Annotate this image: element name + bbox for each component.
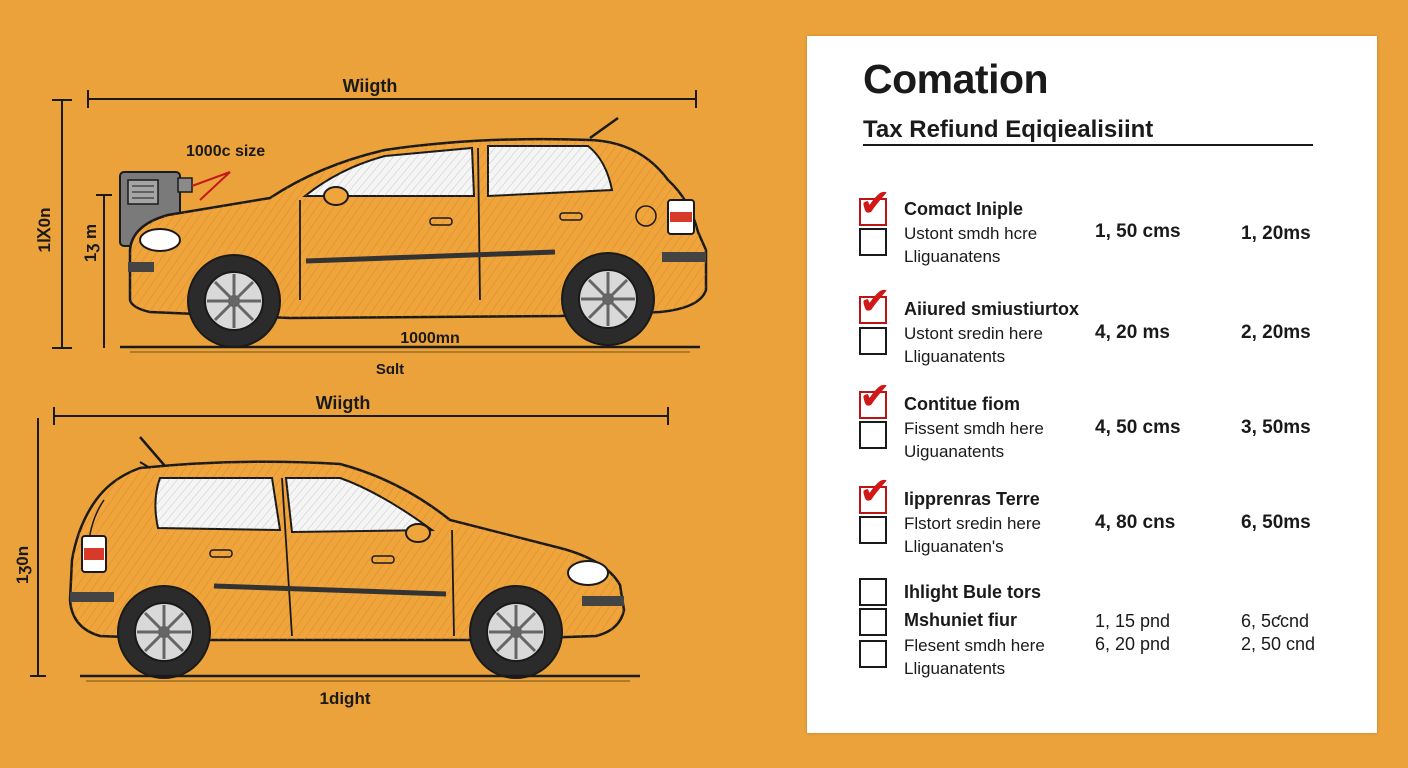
checklist-group: ✔ Comɑct Iniple Ustont smdh hcre 1, 50 c…	[857, 184, 1327, 288]
top-size-label: 1000c size	[186, 143, 265, 160]
checklist-group: Ihlight Bule tors Mshuniet fiur 1, 15 pn…	[857, 578, 1327, 708]
checkbox-checked[interactable]: ✔	[859, 472, 891, 514]
item-heading: Aiiured smiustiurtox	[904, 299, 1080, 319]
checkbox[interactable]	[859, 327, 887, 355]
checkbox[interactable]	[859, 608, 887, 636]
top-width-dimension	[87, 90, 697, 108]
item-note: Lliguanatents	[904, 659, 1006, 678]
value-b: 2, 50 cnd	[1241, 634, 1316, 654]
red-checkmark-icon: ✔	[859, 279, 891, 323]
top-front-wheel	[187, 254, 281, 348]
item-detail: Flstort sredin here	[904, 514, 1041, 533]
panel-title: Comation	[863, 56, 1049, 102]
top-length-label: 1000mn	[400, 330, 460, 347]
bottom-length-label: 1dight	[320, 689, 371, 708]
panel-subtitle: Tax Refiund Eqiqiealisiint	[863, 116, 1154, 143]
top-inner-height-label: 1ʒ m	[81, 224, 100, 262]
item-heading: Iipprenras Terre	[904, 489, 1040, 509]
title-divider	[863, 144, 1313, 146]
value-a: 6, 20 pnd	[1095, 634, 1171, 654]
item-note: Lliguanatens	[904, 247, 1001, 266]
bottom-rear-wheel	[117, 585, 211, 679]
checklist-group: ✔ Aiiured smiustiurtox Ustont sredin her…	[857, 282, 1327, 386]
item-detail: Ustont smdh hcre	[904, 224, 1038, 243]
value-b: 6, 5ƈcnd	[1241, 611, 1310, 631]
bottom-height-dimension	[30, 418, 46, 677]
red-checkmark-icon: ✔	[859, 181, 891, 225]
top-inner-height-dimension	[96, 194, 112, 348]
value-a: 4, 50 cms	[1095, 417, 1181, 438]
top-outer-height-dimension	[52, 99, 72, 349]
value-b: 6, 50ms	[1241, 512, 1311, 533]
car-dimension-diagram: Wiigth 1Ⅸ0n 1ʒ m 1000c size	[13, 76, 708, 708]
bottom-car-group: Wiigth 1ʒ0n	[13, 393, 669, 708]
bottom-front-wheel	[469, 585, 563, 679]
item-detail: Fissent smdh here	[904, 419, 1044, 438]
value-b: 2, 20ms	[1241, 322, 1311, 343]
checklist-group: ✔ Contitue fiom Fissent smdh here 4, 50 …	[857, 377, 1327, 481]
red-checkmark-icon: ✔	[859, 469, 891, 513]
checkbox[interactable]	[859, 421, 887, 449]
value-a: 4, 20 ms	[1095, 322, 1170, 343]
top-width-label: Wiigth	[343, 76, 398, 96]
item-heading: Ihlight Bule tors	[904, 582, 1041, 602]
item-heading: Contitue fiom	[904, 394, 1020, 414]
top-rear-wheel	[561, 252, 655, 346]
bottom-width-dimension	[53, 407, 669, 425]
comparison-panel: Comation Tax Refiund Eqiqiealisiint ✔ Co…	[807, 36, 1377, 733]
item-detail: Flesent smdh here	[904, 636, 1045, 655]
value-a: 4, 80 cns	[1095, 512, 1176, 533]
value-a: 1, 50 cms	[1095, 221, 1181, 242]
item-detail: Mshuniet fiur	[904, 610, 1017, 630]
item-note: Uiguanatents	[904, 442, 1005, 461]
checkbox[interactable]	[859, 516, 887, 544]
item-heading: Comɑct Iniple	[904, 199, 1024, 219]
checklist-group: ✔ Iipprenras Terre Flstort sredin here 4…	[857, 472, 1327, 576]
value-a: 1, 15 pnd	[1095, 611, 1171, 631]
top-outer-height-label: 1Ⅸ0n	[35, 208, 54, 253]
checkbox[interactable]	[859, 578, 887, 606]
checkbox-checked[interactable]: ✔	[859, 184, 891, 226]
checkbox-checked[interactable]: ✔	[859, 282, 891, 324]
bottom-height-label: 1ʒ0n	[13, 546, 32, 584]
bottom-width-label: Wiigth	[316, 393, 371, 413]
checkbox-checked[interactable]: ✔	[859, 377, 891, 419]
top-car-group: Wiigth 1Ⅸ0n 1ʒ m 1000c size	[35, 76, 708, 378]
item-detail: Ustont sredin here	[904, 324, 1043, 343]
item-note: Lliguanaten's	[904, 537, 1004, 556]
red-checkmark-icon: ✔	[859, 374, 891, 418]
checkbox[interactable]	[859, 640, 887, 668]
item-note: Lliguanatents	[904, 347, 1006, 366]
checkbox[interactable]	[859, 228, 887, 256]
value-b: 1, 20ms	[1241, 223, 1311, 244]
value-b: 3, 50ms	[1241, 417, 1311, 438]
top-ground-label: Sɑlt	[376, 361, 404, 378]
